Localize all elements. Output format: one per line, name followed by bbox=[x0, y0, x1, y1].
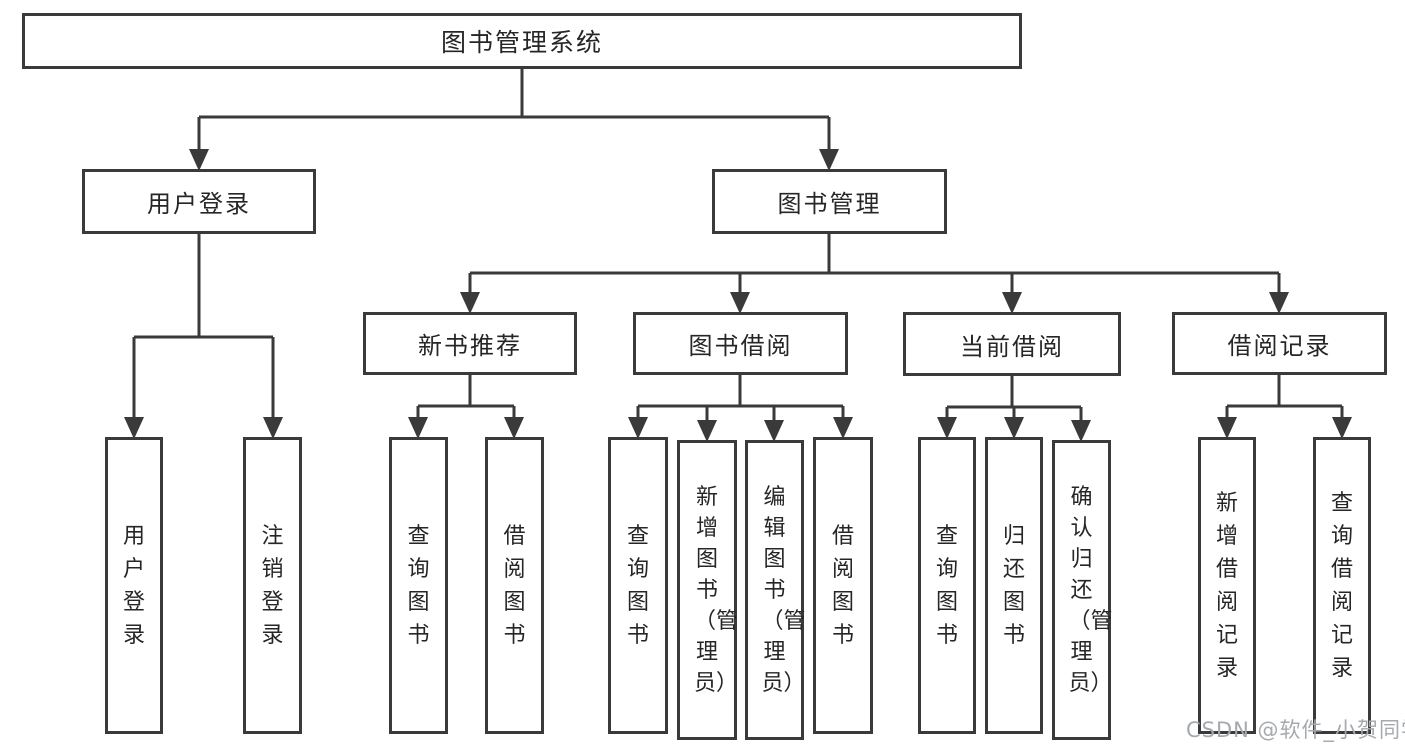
node-label: 图书管理系统 bbox=[440, 28, 603, 57]
leaf-edit-book-admin: 编辑图书（管理员） bbox=[745, 440, 806, 740]
node-label: 当前借阅 bbox=[960, 332, 1064, 361]
connector-path bbox=[132, 69, 1344, 420]
leaf-search-book-borrow: 查询图书 bbox=[608, 437, 668, 734]
node-new-book-recommend: 新书推荐 bbox=[363, 312, 577, 375]
node-current-borrow: 当前借阅 bbox=[903, 312, 1121, 376]
leaf-label: 查询图书 bbox=[626, 523, 649, 648]
leaf-label: 借阅图书 bbox=[831, 523, 854, 648]
watermark-text: CSDN @软件_小贺同学 bbox=[1186, 718, 1405, 742]
leaf-label: 用户登录 bbox=[122, 523, 145, 648]
leaf-label: 新增借阅记录 bbox=[1215, 490, 1238, 681]
leaf-search-book-recommend: 查询图书 bbox=[389, 437, 448, 734]
node-label: 图书借阅 bbox=[688, 332, 793, 360]
leaf-user-login: 用户登录 bbox=[105, 437, 163, 734]
leaf-add-borrow-record: 新增借阅记录 bbox=[1198, 437, 1256, 734]
leaf-label: 查询图书 bbox=[407, 523, 430, 648]
node-label: 图书管理 bbox=[777, 190, 882, 218]
leaf-logout: 注销登录 bbox=[243, 437, 302, 734]
leaf-search-book-current: 查询图书 bbox=[918, 437, 976, 734]
leaf-borrow-book: 借阅图书 bbox=[813, 437, 873, 734]
leaf-label: 新增图书（管理员） bbox=[694, 484, 739, 696]
leaf-borrow-book-recommend: 借阅图书 bbox=[485, 437, 544, 734]
node-library-management-system: 图书管理系统 bbox=[22, 13, 1022, 69]
leaf-search-borrow-record: 查询借阅记录 bbox=[1313, 437, 1371, 734]
node-book-management-group: 图书管理 bbox=[712, 169, 947, 234]
leaf-label: 注销登录 bbox=[261, 523, 284, 648]
leaf-confirm-return-admin: 确认归还（管理员） bbox=[1052, 440, 1113, 740]
leaf-label: 查询借阅记录 bbox=[1330, 490, 1353, 681]
node-borrow-records: 借阅记录 bbox=[1172, 312, 1387, 375]
leaf-add-book-admin: 新增图书（管理员） bbox=[677, 440, 739, 740]
leaf-return-book: 归还图书 bbox=[985, 437, 1043, 734]
node-label: 用户登录 bbox=[147, 190, 251, 218]
leaf-label: 归还图书 bbox=[1002, 523, 1025, 648]
leaf-label: 编辑图书（管理员） bbox=[761, 484, 806, 696]
node-label: 新书推荐 bbox=[418, 332, 522, 360]
leaf-label: 查询图书 bbox=[935, 523, 958, 648]
node-book-borrow: 图书借阅 bbox=[633, 312, 848, 375]
node-label: 借阅记录 bbox=[1227, 332, 1332, 360]
arrowheads bbox=[124, 149, 1352, 442]
leaf-label: 确认归还（管理员） bbox=[1068, 484, 1113, 696]
node-user-login-group: 用户登录 bbox=[82, 169, 316, 234]
leaf-label: 借阅图书 bbox=[503, 523, 526, 648]
